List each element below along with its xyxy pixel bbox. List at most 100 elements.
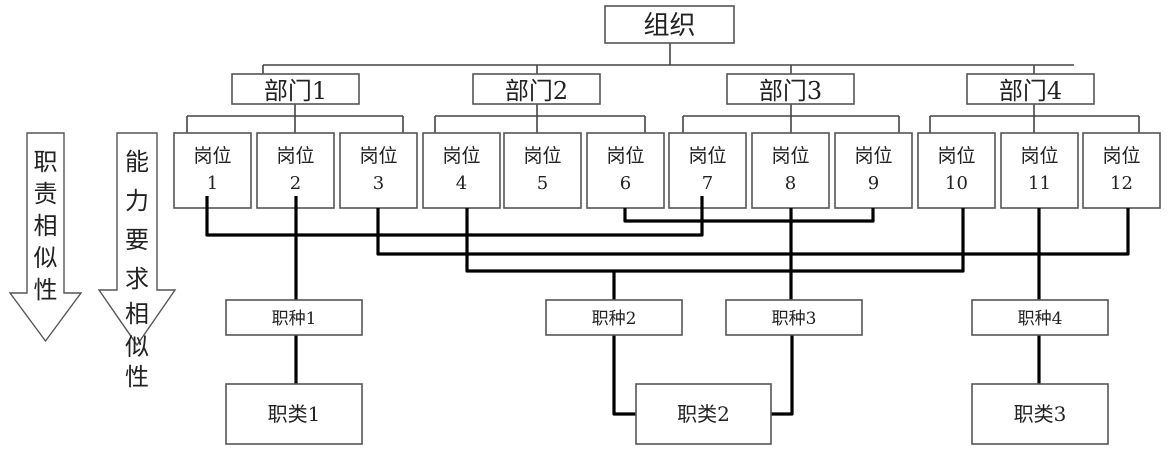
post-box <box>834 132 913 209</box>
post-label: 岗位 <box>442 145 480 167</box>
post-box <box>173 132 252 209</box>
post-number: 7 <box>702 173 713 194</box>
job-kind-label: 职种3 <box>772 309 817 329</box>
group-line-post6-post9 <box>623 208 875 223</box>
post-node-6: 岗位 6 <box>586 132 665 209</box>
post-node-12: 岗位 12 <box>1082 132 1161 209</box>
job-class-label: 职类1 <box>268 402 321 426</box>
post-node-2: 岗位 2 <box>256 132 335 209</box>
dept1-posts-connector <box>186 104 404 133</box>
job-kind-label: 职种1 <box>272 309 317 329</box>
post-nodes: 岗位 1 岗位 2 岗位 3 岗位 4 岗位 5 岗位 6 岗位 7 岗位 8 岗位 9 岗位 10 岗位 11 岗位 12 <box>173 132 1161 209</box>
post-number: 10 <box>945 173 968 194</box>
post-label: 岗位 <box>937 145 975 167</box>
arrow-char: 求 <box>125 265 149 293</box>
department-node-4: 部门4 <box>966 73 1095 105</box>
post-number: 4 <box>456 173 467 194</box>
job-class-node-1: 职类1 <box>225 383 363 445</box>
job-kind-node-2: 职种2 <box>545 299 683 336</box>
department-label: 部门1 <box>264 77 327 105</box>
post-node-11: 岗位 11 <box>1000 132 1079 209</box>
arrow-char: 性 <box>34 276 58 304</box>
post-label: 岗位 <box>359 145 397 167</box>
post-number: 2 <box>290 173 301 194</box>
post-number: 8 <box>785 173 796 194</box>
post-label: 岗位 <box>1020 145 1058 167</box>
post-node-1: 岗位 1 <box>173 132 252 209</box>
post-label: 岗位 <box>771 145 809 167</box>
department-label: 部门4 <box>999 77 1062 105</box>
post-label: 岗位 <box>523 145 561 167</box>
arrow-char: 力 <box>125 187 149 215</box>
arrow-char: 能 <box>125 148 149 176</box>
job-kind-node-4: 职种4 <box>971 299 1109 336</box>
arrow-char: 似 <box>125 333 149 361</box>
kind2-class2-line <box>612 335 636 416</box>
post-node-4: 岗位 4 <box>422 132 501 209</box>
job-kind-node-1: 职种1 <box>225 299 363 336</box>
job-kind-label: 职种2 <box>592 309 637 329</box>
post-box <box>422 132 501 209</box>
ability-similarity-arrow: 能 力 要 求 相 似 性 <box>97 132 177 391</box>
post-box <box>256 132 335 209</box>
down-arrow-icon <box>8 132 83 343</box>
post-node-8: 岗位 8 <box>751 132 830 209</box>
post-box <box>668 132 747 209</box>
department-label: 部门3 <box>759 77 822 105</box>
arrow-char: 责 <box>34 180 58 208</box>
job-class-node-2: 职类2 <box>635 383 772 445</box>
arrow-char: 相 <box>34 212 58 240</box>
post-box <box>339 132 418 209</box>
post-box <box>917 132 996 209</box>
department-node-2: 部门2 <box>472 73 601 105</box>
dept3-posts-connector <box>682 104 900 133</box>
post-box <box>751 132 830 209</box>
post-number: 6 <box>620 173 631 194</box>
post-number: 5 <box>537 173 548 194</box>
dept4-posts-connector <box>929 104 1140 133</box>
similarity-grouping-lines <box>205 196 1130 416</box>
job-class-label: 职类3 <box>1014 402 1067 426</box>
group-line-post1-post7 <box>205 196 704 237</box>
post-node-9: 岗位 9 <box>834 132 913 209</box>
post-label: 岗位 <box>688 145 726 167</box>
post-node-5: 岗位 5 <box>503 132 582 209</box>
post-label: 岗位 <box>276 145 314 167</box>
post-box <box>586 132 665 209</box>
dept2-posts-connector <box>434 104 646 133</box>
post-label: 岗位 <box>1102 145 1140 167</box>
job-class-label: 职类2 <box>677 402 730 426</box>
arrow-char: 要 <box>125 226 149 254</box>
job-class-node-3: 职类3 <box>971 383 1109 445</box>
post-number: 3 <box>373 173 384 194</box>
arrow-char: 职 <box>34 148 58 176</box>
post-node-10: 岗位 10 <box>917 132 996 209</box>
job-kind-label: 职种4 <box>1018 309 1063 329</box>
department-node-3: 部门3 <box>726 73 855 105</box>
post-number: 12 <box>1110 173 1133 194</box>
post-box <box>1082 132 1161 209</box>
post-number: 9 <box>868 173 879 194</box>
down-arrow-icon <box>97 132 177 347</box>
arrow-char: 似 <box>34 244 58 272</box>
post-number: 11 <box>1028 173 1051 194</box>
group-line-post3-post12 <box>376 208 1130 256</box>
job-kind-node-3: 职种3 <box>725 299 863 336</box>
post-label: 岗位 <box>854 145 892 167</box>
organization-label: 组织 <box>643 11 695 41</box>
arrow-char: 性 <box>125 363 149 391</box>
post-label: 岗位 <box>193 145 231 167</box>
organization-node: 组织 <box>604 5 735 44</box>
post-box <box>1000 132 1079 209</box>
post-node-3: 岗位 3 <box>339 132 418 209</box>
post-node-7: 岗位 7 <box>668 132 747 209</box>
post-number: 1 <box>207 173 218 194</box>
kind3-class2-line <box>771 335 794 416</box>
department-node-1: 部门1 <box>231 73 360 105</box>
post-box <box>503 132 582 209</box>
arrow-char: 相 <box>125 300 149 328</box>
department-label: 部门2 <box>505 77 568 105</box>
post-label: 岗位 <box>606 145 644 167</box>
group-line-post4-post10 <box>465 208 965 273</box>
